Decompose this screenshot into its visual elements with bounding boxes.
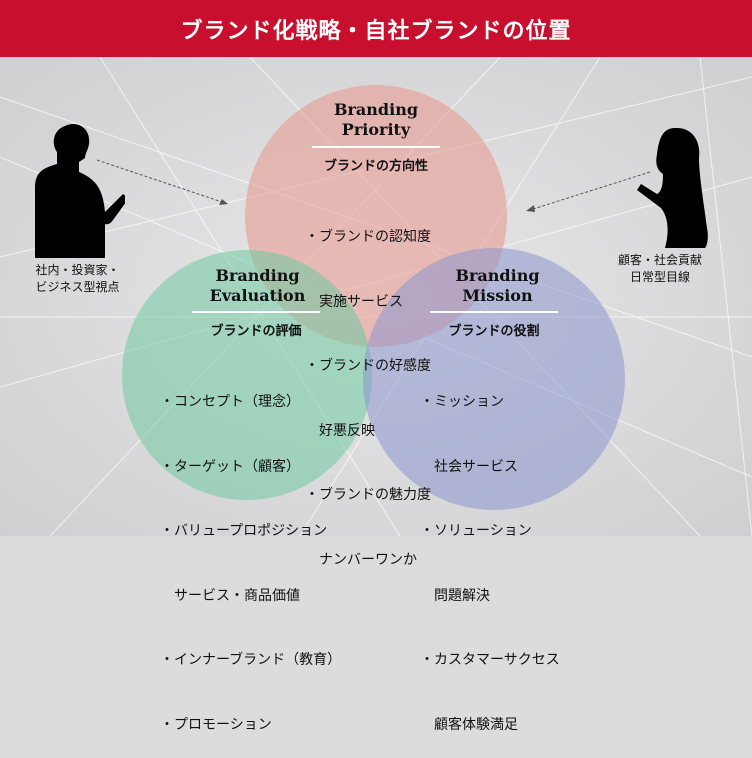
divider [192, 311, 320, 313]
mission-circle [363, 248, 625, 510]
list-item: ・コンセプト（理念） [160, 394, 300, 410]
mission-title: Branding Mission [440, 266, 555, 306]
label-line: 顧客・社会貢献 [617, 253, 702, 267]
label-line: 日常型目線 [629, 270, 690, 284]
priority-title: Branding Priority [300, 100, 452, 140]
list-item: ・カスタマーサクセス [420, 652, 560, 668]
list-item: ・ブランドの認知度 [305, 229, 431, 245]
list-item: ・ブランドの好感度 [305, 358, 431, 374]
list-item: ・ターゲット（顧客） [160, 458, 300, 475]
right-person-label: 顧客・社会貢献 日常型目線 [595, 252, 725, 286]
title-line: Evaluation [209, 286, 306, 305]
evaluation-list: ・コンセプト（理念） ・ターゲット（顧客） ・バリュープロポジション サービス・… [160, 349, 341, 758]
list-item: ・プロモーション [160, 716, 272, 733]
page-title: ブランド化戦略・自社ブランドの位置 [0, 0, 752, 57]
left-person-label: 社内・投資家・ ビジネス型視点 [15, 262, 140, 296]
list-item: ・ミッション [420, 394, 504, 410]
priority-subtitle: ブランドの方向性 [323, 159, 428, 174]
title-line: Branding [215, 266, 300, 285]
evaluation-title: Branding Evaluation [195, 266, 320, 306]
list-item: 顧客体験満足 [420, 716, 518, 733]
title-line: Branding [455, 266, 540, 285]
list-item: ・ソリューション [420, 523, 532, 539]
view-arrows [96, 159, 651, 212]
evaluation-circle [122, 250, 372, 500]
evaluation-subtitle: ブランドの評価 [210, 324, 302, 339]
label-line: ビジネス型視点 [35, 280, 120, 294]
divider [430, 311, 558, 313]
list-item: ・ブランドの魅力度 [305, 487, 431, 503]
businessman-silhouette-icon [35, 124, 125, 258]
woman-silhouette-icon [637, 128, 708, 248]
title-line: Branding [333, 100, 419, 119]
list-item: サービス・商品価値 [160, 587, 300, 604]
title-line: Mission [462, 286, 533, 305]
list-item: 好悪反映 [305, 422, 375, 439]
mission-list: ・ミッション 社会サービス ・ソリューション 問題解決 ・カスタマーサクセス 顧… [420, 349, 560, 758]
label-line: 社内・投資家・ [35, 263, 120, 277]
divider [312, 146, 440, 148]
mission-subtitle: ブランドの役割 [448, 324, 540, 339]
list-item: 実施サービス [305, 293, 403, 310]
list-item: 問題解決 [420, 587, 490, 604]
list-item: ・バリュープロポジション [160, 523, 328, 539]
title-line: Priority [341, 120, 411, 139]
list-item: ・インナーブランド（教育） [160, 652, 342, 668]
list-item: 社会サービス [420, 458, 518, 475]
